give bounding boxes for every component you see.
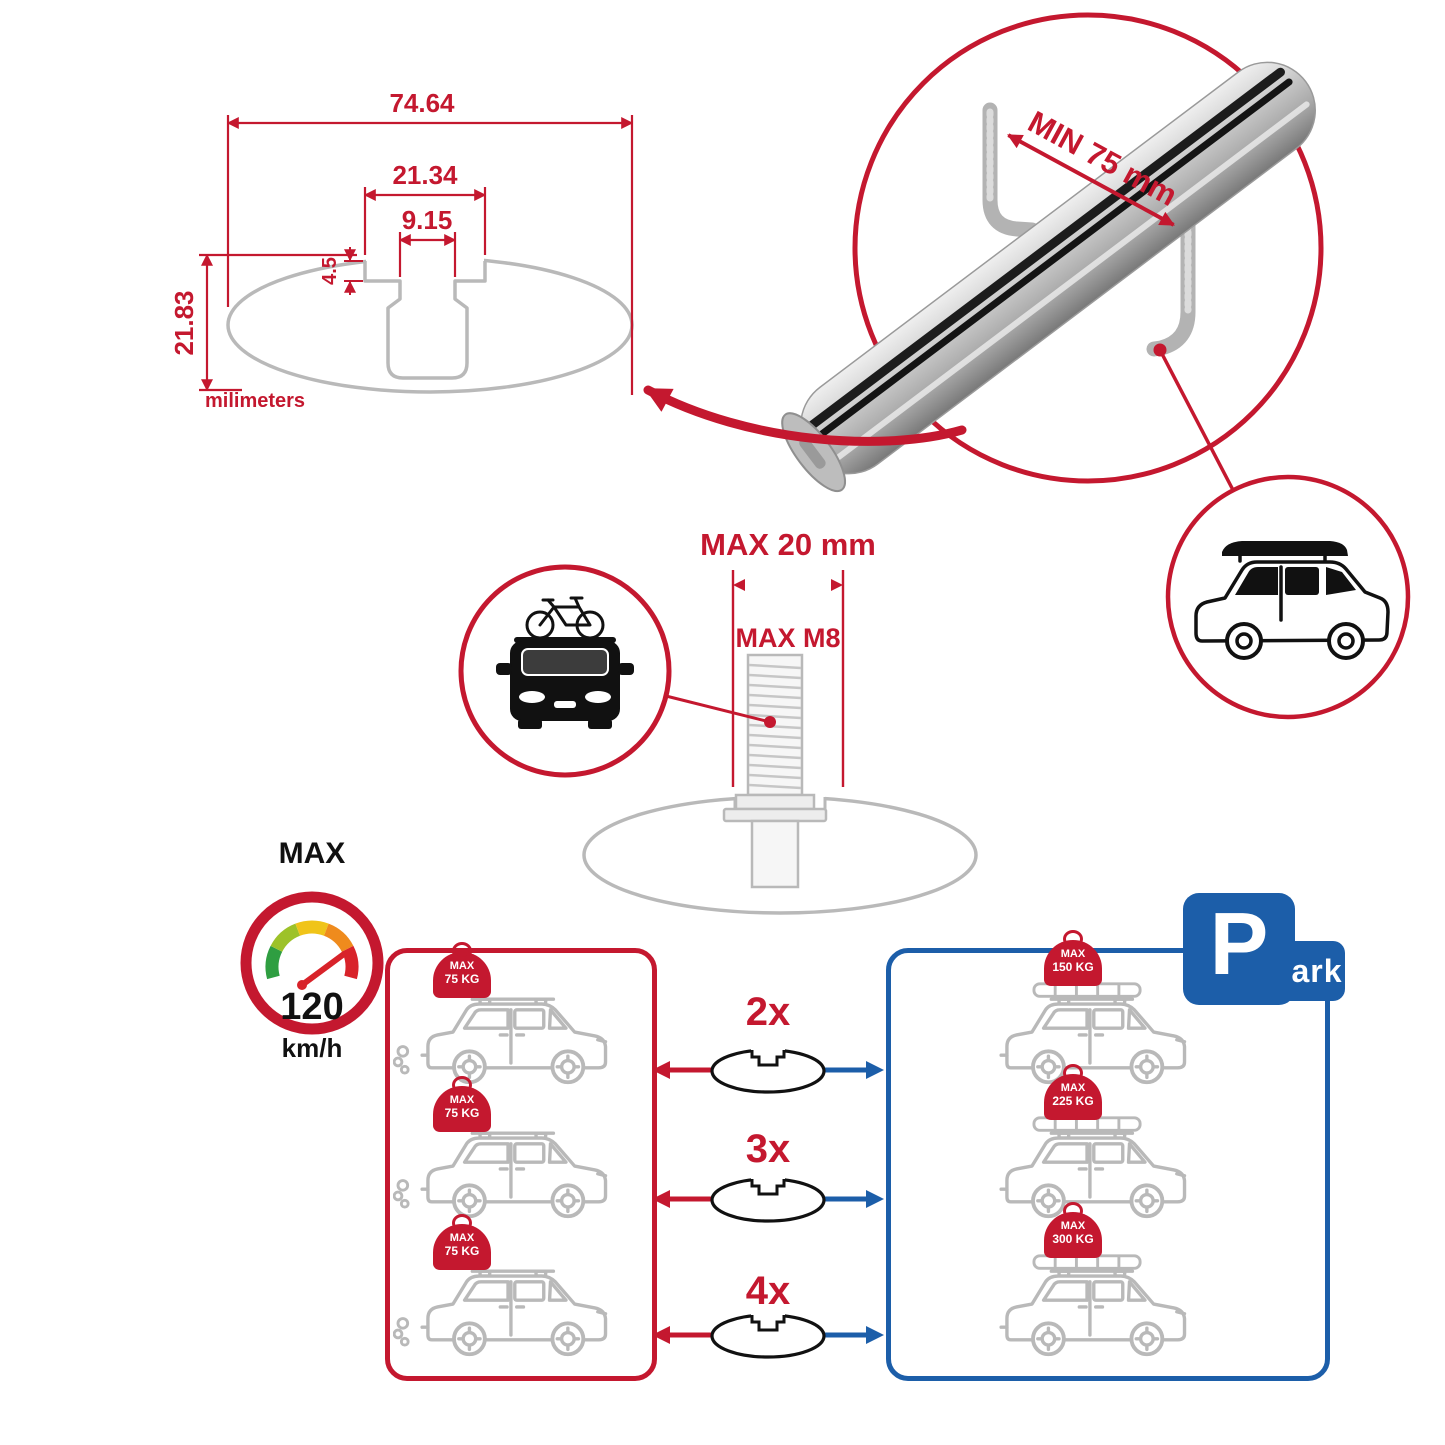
suv-with-roofbox-icon <box>1194 541 1390 660</box>
crossbar-render: MIN 75 mm <box>643 12 1411 720</box>
speed-max-title: MAX <box>279 837 346 870</box>
mounting-hook-icon <box>982 102 1040 238</box>
suv-side-outline-icon <box>392 997 608 1085</box>
max-width-label: MAX 20 mm <box>700 527 876 562</box>
dim-step-depth-label: 4.5 <box>319 257 341 285</box>
dim-total-width-label: 74.64 <box>389 88 455 118</box>
dimension-total-width <box>226 115 634 395</box>
profile-drawing: 74.64 21.34 9.15 4.5 21.83 <box>169 88 634 412</box>
gauge-needle <box>299 951 347 988</box>
parked-car-row-3: MAX 300 KG <box>972 1202 1204 1361</box>
load-weight-label: 75 KG <box>444 1243 480 1258</box>
gauge-ring <box>240 891 384 1035</box>
load-hook-icon <box>1063 1064 1083 1082</box>
gauge-icon <box>265 920 359 980</box>
dimension-height <box>199 253 357 392</box>
dim-slot-width-label: 9.15 <box>402 205 453 235</box>
dimension-step-depth <box>344 247 363 295</box>
load-weight-label: 225 KG <box>1052 1093 1094 1108</box>
suv-side-outline-icon <box>392 1131 608 1219</box>
dim-height-label: 21.83 <box>169 290 199 355</box>
leader-dot <box>764 716 776 728</box>
load-hook-icon <box>1063 930 1083 948</box>
suv-side-outline-icon <box>999 1116 1187 1219</box>
leader-line <box>1158 349 1235 491</box>
dimension-step-width <box>363 187 487 255</box>
zoom-circle <box>852 12 1324 484</box>
roof-load-badge: MAX 225 KG <box>1044 1064 1102 1120</box>
crossbar-count-icon-3 <box>652 1313 884 1359</box>
load-max-label: MAX <box>449 960 475 972</box>
blue-arrow-right-icon <box>866 1326 884 1344</box>
dim-arrow <box>831 579 843 591</box>
max-thread-label: MAX M8 <box>735 623 840 653</box>
load-max-label: MAX <box>1060 1082 1086 1094</box>
leader-line <box>665 694 771 724</box>
roof-load-badge: MAX 150 KG <box>1044 930 1102 986</box>
load-hook-icon <box>1063 1202 1083 1220</box>
suv-side-outline-icon <box>392 1269 608 1357</box>
pointer-arrow-to-profile <box>643 385 967 446</box>
red-arrow-left-icon <box>652 1190 670 1208</box>
crossbar-cross-section-icon <box>226 247 634 394</box>
exhaust-smoke-icon <box>392 1179 410 1209</box>
load-hook-icon <box>452 1214 472 1232</box>
roof-load-badge: MAX 300 KG <box>1044 1202 1102 1258</box>
dim-arrow <box>733 579 745 591</box>
suv-side-outline-icon <box>999 1254 1187 1357</box>
roof-load-badge: MAX 75 KG <box>433 942 491 998</box>
load-max-label: MAX <box>1060 1220 1086 1232</box>
load-weight-label: 150 KG <box>1052 959 1094 974</box>
speed-limit-gauge: MAX 120 km/h <box>240 837 384 1063</box>
parking-sign-icon: ark P <box>1183 893 1345 1005</box>
exhaust-smoke-icon <box>392 1317 410 1347</box>
parking-sign-letter: P <box>1209 894 1269 993</box>
dimension-slot-width <box>398 232 457 277</box>
load-hook-icon <box>452 1076 472 1094</box>
driving-car-row-1: MAX 75 KG <box>392 942 625 1089</box>
red-arrow-left-icon <box>652 1061 670 1079</box>
driving-car-row-2: MAX 75 KG <box>392 1076 625 1223</box>
multiplier-label-3: 4x <box>745 1269 791 1313</box>
crossbar-count-icon-2 <box>652 1177 884 1223</box>
load-max-label: MAX <box>449 1232 475 1244</box>
multiplier-label-1: 2x <box>745 990 791 1034</box>
load-weight-label: 75 KG <box>444 971 480 986</box>
bolt-detail: MAX 20 mm MAX M8 <box>458 527 978 915</box>
multiplier-label-2: 3x <box>745 1127 791 1171</box>
load-hook-icon <box>452 942 472 960</box>
load-max-label: MAX <box>449 1094 475 1106</box>
blue-arrow-right-icon <box>866 1190 884 1208</box>
parked-car-row-2: MAX 225 KG <box>972 1064 1204 1223</box>
bolt-width-dimension <box>731 570 845 787</box>
load-weight-label: 300 KG <box>1052 1231 1094 1246</box>
dim-step-width-label: 21.34 <box>392 160 458 190</box>
driving-car-row-3: MAX 75 KG <box>392 1214 625 1361</box>
roof-load-badge: MAX 75 KG <box>433 1076 491 1132</box>
parking-sign-suffix: ark <box>1289 941 1345 1001</box>
threaded-bolt-icon <box>722 653 828 889</box>
car-front-silhouette-icon <box>496 637 634 729</box>
parked-car-row-1: MAX 150 KG <box>972 930 1204 1089</box>
load-max-label: MAX <box>1060 948 1086 960</box>
suv-side-outline-icon <box>999 982 1187 1085</box>
speed-value: 120 <box>280 986 343 1028</box>
speed-unit: km/h <box>282 1033 343 1063</box>
red-arrow-left-icon <box>652 1326 670 1344</box>
blue-arrow-right-icon <box>866 1061 884 1079</box>
load-weight-label: 75 KG <box>444 1105 480 1120</box>
roof-load-badge: MAX 75 KG <box>433 1214 491 1270</box>
units-label: milimeters <box>205 390 305 412</box>
crossbar-count-icon-1 <box>652 1048 884 1094</box>
